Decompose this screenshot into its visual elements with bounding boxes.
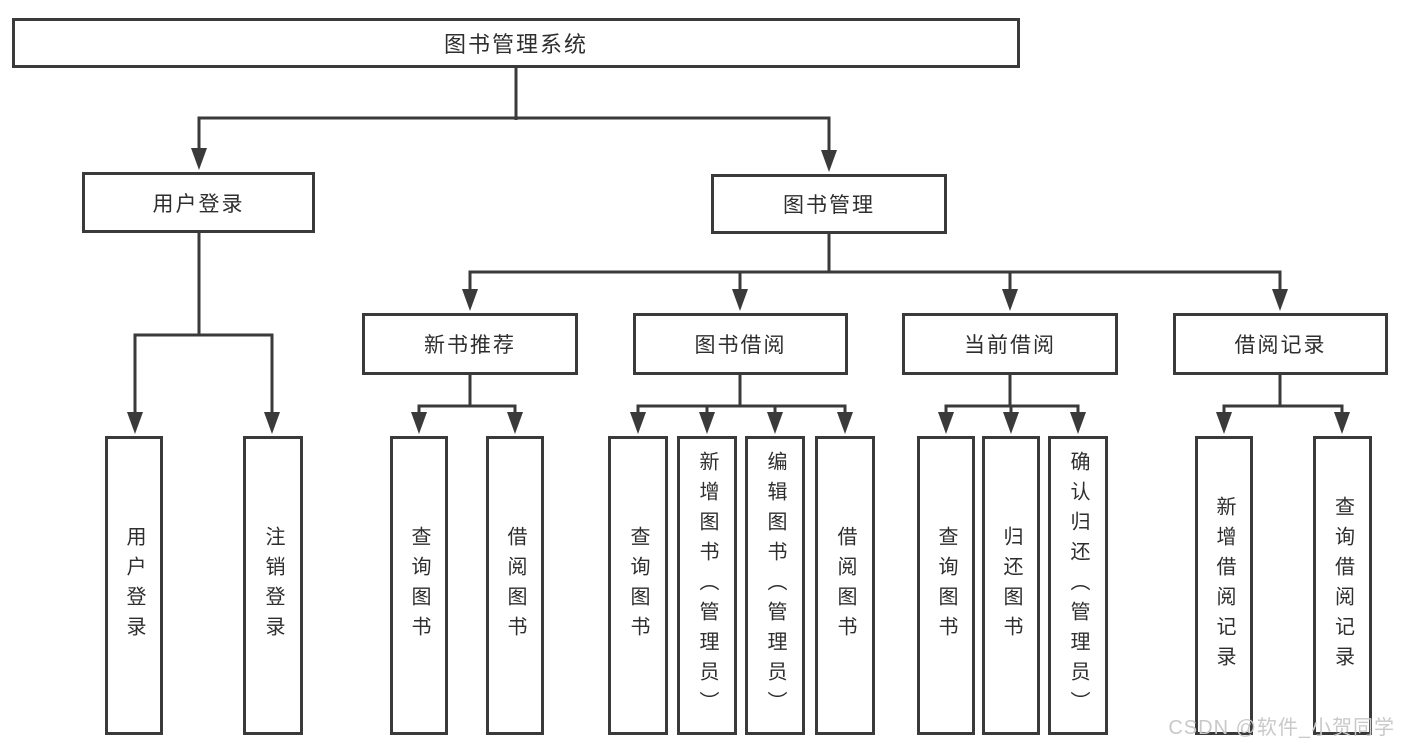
node-book-management-branch: 图书管理 — [711, 174, 947, 234]
leaf-user-login: 用户登录 — [105, 436, 163, 735]
node-new-book-recommendation: 新书推荐 — [362, 313, 578, 375]
node-user-login-branch: 用户登录 — [82, 172, 315, 233]
node-book-borrowing: 图书借阅 — [633, 313, 848, 375]
arrow-down-icon — [1272, 289, 1288, 311]
arrow-down-icon — [1334, 412, 1350, 434]
arrow-down-icon — [732, 289, 748, 311]
arrow-down-icon — [127, 412, 143, 434]
arrow-down-icon — [411, 412, 427, 434]
arrow-down-icon — [462, 289, 478, 311]
leaf-current-query-books: 查询图书 — [917, 436, 975, 735]
leaf-logout: 注销登录 — [243, 436, 303, 735]
arrow-down-icon — [938, 412, 954, 434]
arrow-down-icon — [191, 148, 207, 170]
arrow-down-icon — [507, 412, 523, 434]
arrow-down-icon — [837, 412, 853, 434]
arrowheads — [127, 148, 1350, 434]
arrow-down-icon — [264, 412, 280, 434]
leaf-recommend-query-books: 查询图书 — [390, 436, 448, 735]
arrow-down-icon — [1003, 412, 1019, 434]
arrow-down-icon — [699, 412, 715, 434]
node-library-management-system: 图书管理系统 — [12, 18, 1020, 68]
leaf-return-books: 归还图书 — [982, 436, 1040, 735]
arrow-down-icon — [821, 150, 837, 172]
leaf-edit-books-admin: 编辑图书（管理员） — [745, 436, 805, 735]
leaf-recommend-borrow-books: 借阅图书 — [486, 436, 544, 735]
arrow-down-icon — [630, 412, 646, 434]
node-borrowing-records: 借阅记录 — [1173, 313, 1388, 375]
connector-path — [133, 68, 1344, 415]
leaf-borrowing-borrow-books: 借阅图书 — [815, 436, 875, 735]
leaf-borrowing-query-books: 查询图书 — [608, 436, 668, 735]
leaf-query-borrow-record: 查询借阅记录 — [1313, 436, 1372, 735]
arrow-down-icon — [1070, 412, 1086, 434]
leaf-add-books-admin: 新增图书（管理员） — [677, 436, 737, 735]
arrow-down-icon — [767, 412, 783, 434]
leaf-add-borrow-record: 新增借阅记录 — [1195, 436, 1253, 735]
node-current-borrowing: 当前借阅 — [902, 313, 1118, 375]
arrow-down-icon — [1002, 289, 1018, 311]
csdn-watermark: CSDN @软件_小贺同学 — [1168, 717, 1395, 739]
arrow-down-icon — [1216, 412, 1232, 434]
leaf-confirm-return-admin: 确认归还（管理员） — [1048, 436, 1108, 735]
